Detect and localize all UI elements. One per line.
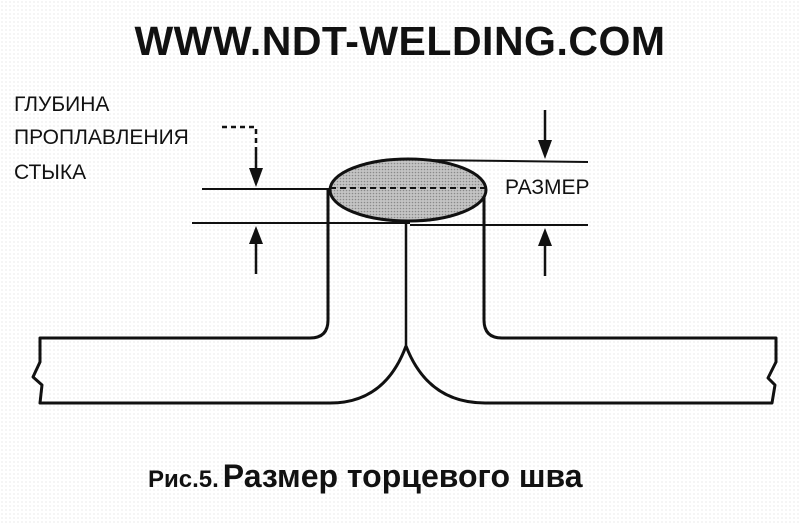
penetration-depth-label-line2: ПРОПЛАВЛЕНИЯ xyxy=(14,126,189,149)
penetration-depth-arrow-down-head xyxy=(249,168,263,187)
figure-title: Размер торцевого шва xyxy=(222,458,583,494)
penetration-depth-label-line1: ГЛУБИНА xyxy=(14,93,110,116)
site-url-heading: WWW.NDT-WELDING.COM xyxy=(134,18,666,64)
penetration-depth-arrow-up-head xyxy=(249,226,263,244)
weld-size-arrow-down-head xyxy=(538,140,552,159)
left-plate-outline xyxy=(31,188,408,405)
weld-size-top-line xyxy=(421,159,589,163)
figure-caption: Рис.5.Размер торцевого шва xyxy=(148,458,583,495)
right-plate-outline xyxy=(404,188,778,405)
penetration-depth-leader-dashed xyxy=(222,125,258,150)
weld-bead xyxy=(328,157,488,223)
weld-size-arrow-up-head xyxy=(538,228,552,246)
figure-number: Рис.5. xyxy=(148,466,219,493)
penetration-depth-label-line3: СТЫКА xyxy=(14,161,87,184)
weld-size-label: РАЗМЕР xyxy=(505,176,590,199)
